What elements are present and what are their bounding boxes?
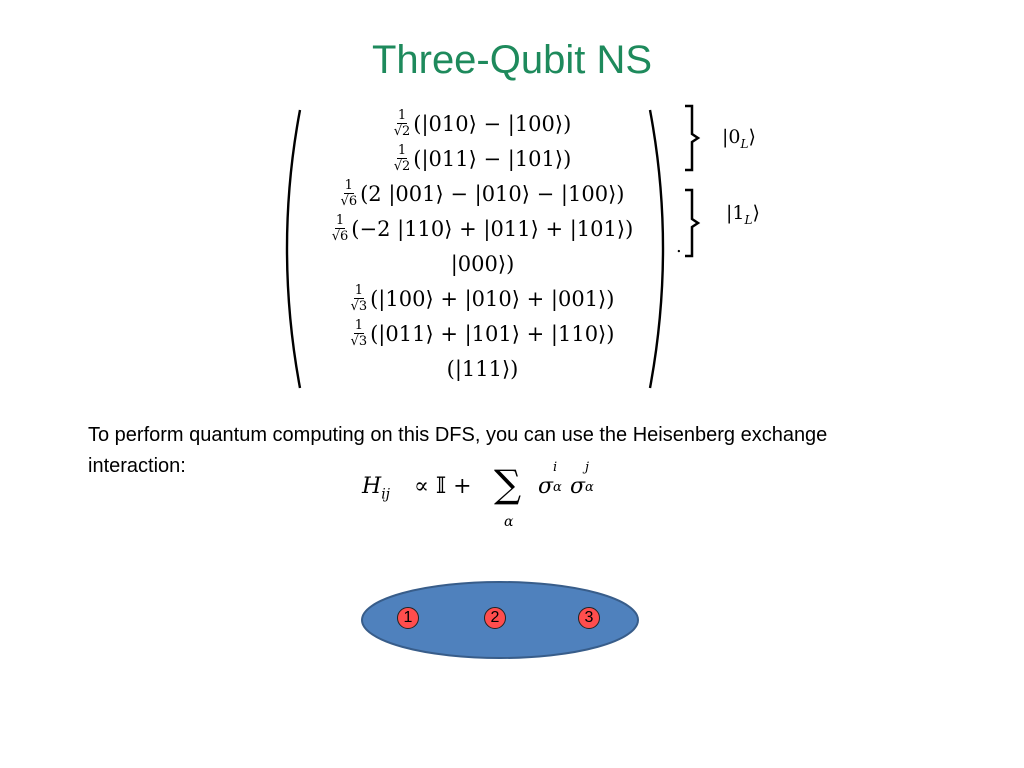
basis-row: |000⟩) [450,251,515,276]
logical-one-label: |1L⟩ [726,202,760,227]
hamiltonian-identity: ∝ 𝕀 + [414,474,472,499]
basis-row: (|111⟩) [446,356,519,381]
basis-row: 1√3(|100⟩ + |010⟩ + |001⟩) [350,283,615,314]
basis-row: 1√2(|010⟩ − |100⟩) [393,108,572,139]
basis-row: 1√6(−2 |110⟩ + |011⟩ + |101⟩) [331,213,634,244]
description-text: To perform quantum computing on this DFS… [88,424,828,477]
basis-state-matrix: 1√2(|010⟩ − |100⟩) 1√2(|011⟩ − |101⟩) 1√… [280,100,675,396]
matrix-parentheses [285,109,665,389]
qubit-1: 1 [397,607,419,629]
basis-state-list: 1√2(|010⟩ − |100⟩) 1√2(|011⟩ − |101⟩) 1√… [310,106,655,386]
basis-row: 1√2(|011⟩ − |101⟩) [393,143,572,174]
slide-title: Three-Qubit NS [371,38,653,82]
basis-row: 1√6(2 |001⟩ − |010⟩ − |100⟩) [340,178,625,209]
logical-zero-brace [685,104,701,172]
logical-one-brace [685,188,701,258]
summation-index: α [504,514,514,530]
summation-symbol: ∑ [494,462,522,506]
qubit-cluster: 1 2 3 [360,580,640,660]
trailing-period: . [676,236,682,257]
logical-zero-label: |0L⟩ [722,126,756,151]
hamiltonian-H: Hij [362,474,391,503]
qubit-3: 3 [578,607,600,629]
logical-braces [685,104,701,258]
basis-row: 1√3(|011⟩ + |101⟩ + |110⟩) [350,318,615,349]
qubit-2: 2 [484,607,506,629]
